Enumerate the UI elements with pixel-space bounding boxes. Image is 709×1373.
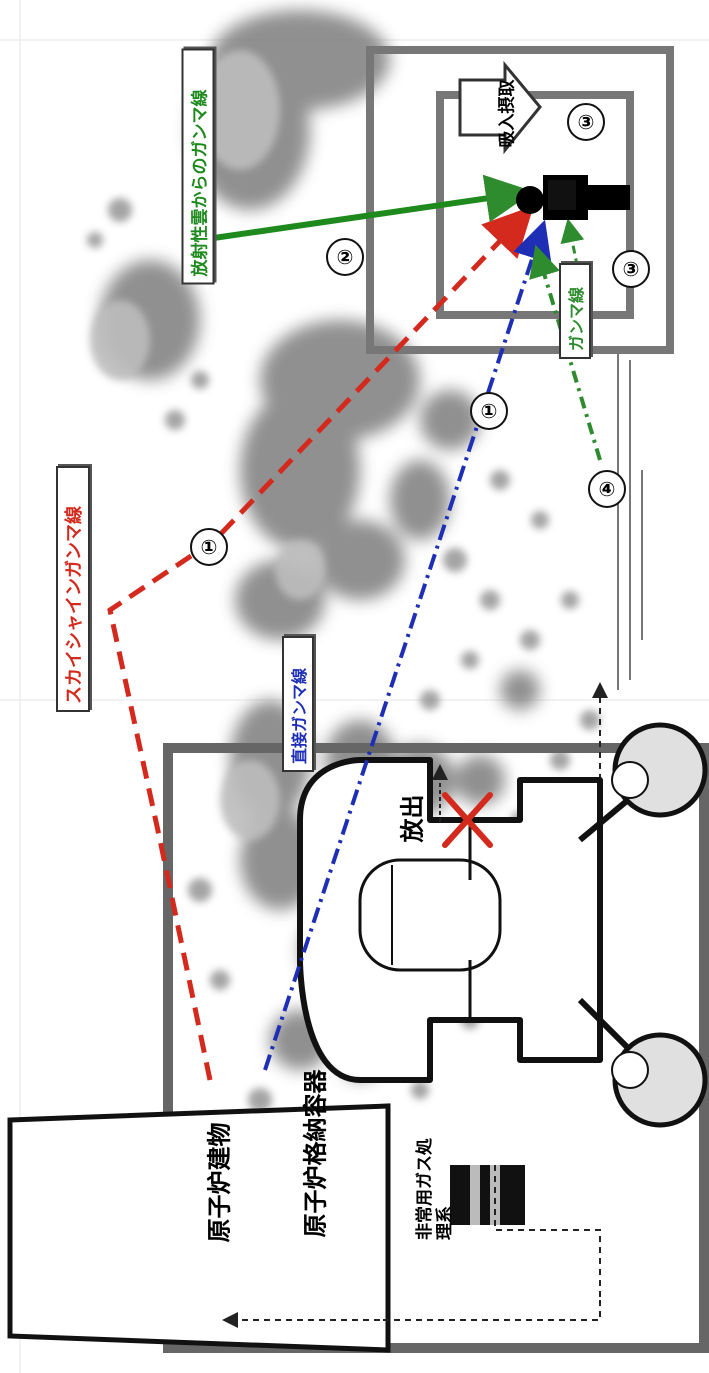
stack-inner-line: [29, 1144, 371, 1156]
emergency-gas-treatment-text: 非常用ガス処理系: [415, 1138, 455, 1240]
direct-gamma-path: [263, 219, 552, 1071]
house-outer-wall: [366, 46, 674, 354]
suppression-inner: [611, 761, 649, 1089]
release-x-mark: [442, 792, 493, 848]
label-release: 放出: [398, 794, 427, 843]
label-gamma-ray: ガンマ線: [559, 263, 591, 359]
label-direct-gamma: 直接ガンマ線: [282, 636, 314, 772]
marker-3-inhalation: ③: [567, 103, 605, 141]
label-containment-vessel: 原子炉格納容器: [301, 1069, 330, 1238]
gas-treatment-unit: [450, 1165, 525, 1225]
label-reactor-building: 原子炉建物: [205, 1122, 234, 1243]
marker-1-direct: ①: [470, 392, 508, 430]
person-figure: [516, 175, 630, 220]
marker-2-cloud: ②: [326, 238, 364, 276]
plume-light-patches: [90, 50, 325, 840]
ground-lines: [617, 350, 643, 690]
marker-4-ground: ④: [588, 470, 626, 508]
label-skyshine-gamma: スカイシャインガンマ線: [56, 466, 90, 712]
marker-1-skyshine: ①: [190, 528, 228, 566]
exhaust-stack: [7, 1103, 391, 1353]
label-inhalation: 吸入摂取: [497, 79, 518, 148]
marker-3-lower: ③: [612, 250, 650, 288]
label-emergency-gas-treatment: 非常用ガス処理系: [415, 1130, 455, 1240]
cloud-gamma-arrow: [199, 174, 534, 243]
ground-gamma-path: [529, 244, 602, 461]
skyshine-gamma-path: [107, 205, 534, 1081]
inhalation-arrow: [458, 60, 542, 155]
label-cloud-gamma: 放射性雲からのガンマ線: [181, 48, 215, 285]
reactor-building-outline: [163, 743, 709, 1353]
